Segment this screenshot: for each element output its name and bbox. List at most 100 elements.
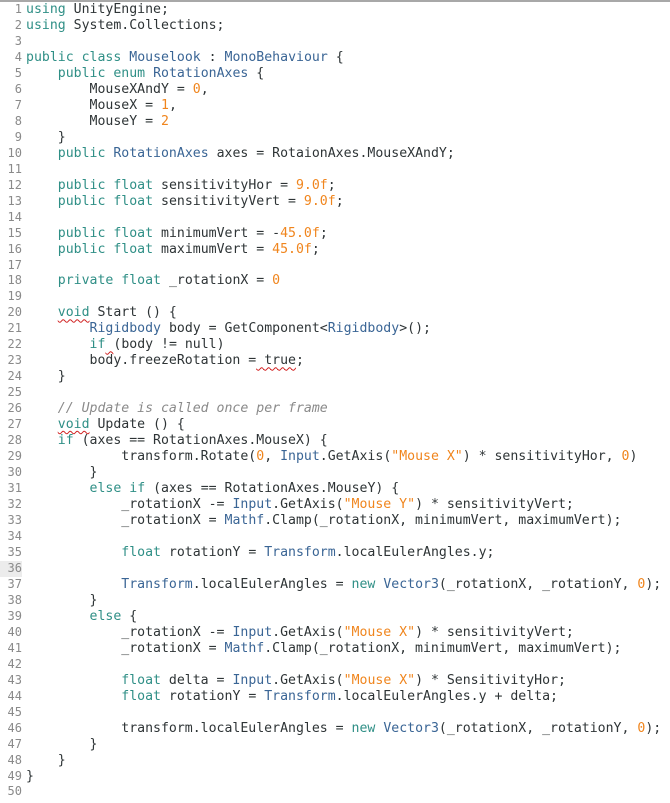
code-text[interactable]: float delta = Input.GetAxis("Mouse X") *… xyxy=(26,673,566,689)
code-line[interactable]: 21 Rigidbody body = GetComponent<Rigidbo… xyxy=(0,321,670,337)
code-line[interactable]: 50 xyxy=(0,784,670,800)
code-text[interactable]: Transform.localEulerAngles = new Vector3… xyxy=(26,577,661,593)
number-token: 0 xyxy=(637,576,646,592)
number-token: 45.0f xyxy=(272,241,312,257)
code-text[interactable]: public RotationAxes axes = RotaionAxes.M… xyxy=(26,146,455,162)
code-token xyxy=(26,242,58,257)
code-text[interactable]: } xyxy=(26,130,66,146)
code-line[interactable]: 42 xyxy=(0,657,670,673)
code-text[interactable]: _rotationX -= Input.GetAxis("Mouse Y") *… xyxy=(26,497,574,513)
code-text[interactable]: if (body != null) xyxy=(26,337,225,353)
type-token: Input xyxy=(232,497,273,513)
code-text[interactable]: float rotationY = Transform.localEulerAn… xyxy=(26,545,494,561)
code-text[interactable]: using System.Collections; xyxy=(26,18,225,34)
line-number: 12 xyxy=(7,177,22,192)
code-line[interactable]: 46 transform.localEulerAngles = new Vect… xyxy=(0,721,670,737)
code-line[interactable]: 3 xyxy=(0,34,670,50)
code-line[interactable]: 13 public float sensitivityVert = 9.0f; xyxy=(0,194,670,210)
code-text[interactable]: if (axes == RotationAxes.MouseX) { xyxy=(26,433,328,449)
code-line[interactable]: 25 xyxy=(0,385,670,401)
code-text[interactable]: } xyxy=(26,465,98,481)
code-line[interactable]: 33 _rotationX = Mathf.Clamp(_rotationX, … xyxy=(0,513,670,529)
code-line[interactable]: 36 xyxy=(0,560,670,577)
code-line[interactable]: 38 } xyxy=(0,593,670,609)
code-text[interactable]: } xyxy=(26,753,66,769)
code-text[interactable]: else if (axes == RotationAxes.MouseY) { xyxy=(26,481,400,497)
code-line[interactable]: 6 MouseXAndY = 0, xyxy=(0,82,670,98)
code-text[interactable]: public float sensitivityHor = 9.0f; xyxy=(26,178,336,194)
code-line[interactable]: 34 xyxy=(0,529,670,545)
code-text[interactable]: float rotationY = Transform.localEulerAn… xyxy=(26,689,558,705)
code-line[interactable]: 37 Transform.localEulerAngles = new Vect… xyxy=(0,577,670,593)
code-line[interactable]: 11 xyxy=(0,162,670,178)
code-text[interactable]: void Start () { xyxy=(26,305,177,321)
code-text[interactable]: transform.Rotate(0, Input.GetAxis("Mouse… xyxy=(26,449,637,465)
code-line[interactable]: 19 xyxy=(0,289,670,305)
code-line[interactable]: 43 float delta = Input.GetAxis("Mouse X"… xyxy=(0,673,670,689)
code-line[interactable]: 10 public RotationAxes axes = RotaionAxe… xyxy=(0,146,670,162)
code-text[interactable]: void Update () { xyxy=(26,417,185,433)
line-number: 35 xyxy=(7,544,22,559)
code-line[interactable]: 8 MouseY = 2 xyxy=(0,114,670,130)
code-line[interactable]: 30 } xyxy=(0,465,670,481)
code-line[interactable]: 9 } xyxy=(0,130,670,146)
code-text[interactable]: } xyxy=(26,369,66,385)
code-line[interactable]: 20 void Start () { xyxy=(0,305,670,321)
code-text[interactable]: MouseXAndY = 0, xyxy=(26,82,209,98)
code-text[interactable]: _rotationX = Mathf.Clamp(_rotationX, min… xyxy=(26,513,621,529)
code-text[interactable]: public float maximumVert = 45.0f; xyxy=(26,242,320,258)
code-line[interactable]: 14 xyxy=(0,210,670,226)
code-line[interactable]: 7 MouseX = 1, xyxy=(0,98,670,114)
code-line[interactable]: 5 public enum RotationAxes { xyxy=(0,66,670,82)
code-line[interactable]: 12 public float sensitivityHor = 9.0f; xyxy=(0,178,670,194)
code-text[interactable]: else { xyxy=(26,609,138,625)
code-text[interactable]: _rotationX -= Input.GetAxis("Mouse X") *… xyxy=(26,625,574,641)
code-text[interactable]: public enum RotationAxes { xyxy=(26,66,264,82)
code-line[interactable]: 18 private float _rotationX = 0 xyxy=(0,273,670,289)
code-text[interactable]: public class Mouselook : MonoBehaviour { xyxy=(26,50,344,66)
code-line[interactable]: 45 xyxy=(0,705,670,721)
code-text[interactable]: private float _rotationX = 0 xyxy=(26,273,280,289)
code-text[interactable]: using UnityEngine; xyxy=(26,2,169,18)
code-text[interactable]: // Update is called once per frame xyxy=(26,401,328,417)
code-line[interactable]: 44 float rotationY = Transform.localEule… xyxy=(0,689,670,705)
code-line[interactable]: 29 transform.Rotate(0, Input.GetAxis("Mo… xyxy=(0,449,670,465)
code-text[interactable]: public float sensitivityVert = 9.0f; xyxy=(26,194,344,210)
code-text[interactable]: public float minimumVert = -45.0f; xyxy=(26,226,328,242)
code-text[interactable]: } xyxy=(26,769,34,785)
code-text[interactable]: Rigidbody body = GetComponent<Rigidbody>… xyxy=(26,321,431,337)
code-text[interactable]: transform.localEulerAngles = new Vector3… xyxy=(26,721,661,737)
code-line[interactable]: 23 body.freezeRotation = true; xyxy=(0,353,670,369)
code-line[interactable]: 39 else { xyxy=(0,609,670,625)
code-line[interactable]: 22 if (body != null) xyxy=(0,337,670,353)
code-text[interactable]: } xyxy=(26,593,98,609)
code-line[interactable]: 27 void Update () { xyxy=(0,417,670,433)
code-text[interactable]: MouseY = 2 xyxy=(26,114,169,130)
code-line[interactable]: 49} xyxy=(0,769,670,785)
code-line[interactable]: 26 // Update is called once per frame xyxy=(0,401,670,417)
code-token: maximumVert = xyxy=(153,241,273,257)
code-token: Start () { xyxy=(89,305,177,321)
code-text[interactable]: } xyxy=(26,737,98,753)
code-text[interactable]: _rotationX = Mathf.Clamp(_rotationX, min… xyxy=(26,641,621,657)
code-line[interactable]: 48 } xyxy=(0,753,670,769)
code-line[interactable]: 24 } xyxy=(0,369,670,385)
code-line[interactable]: 28 if (axes == RotationAxes.MouseX) { xyxy=(0,433,670,449)
code-line[interactable]: 17 xyxy=(0,258,670,274)
code-text[interactable]: MouseX = 1, xyxy=(26,98,177,114)
keyword-token: float xyxy=(121,672,161,688)
code-line[interactable]: 35 float rotationY = Transform.localEule… xyxy=(0,545,670,561)
code-line[interactable]: 15 public float minimumVert = -45.0f; xyxy=(0,226,670,242)
code-text[interactable]: body.freezeRotation = true; xyxy=(26,353,304,369)
code-line[interactable]: 32 _rotationX -= Input.GetAxis("Mouse Y"… xyxy=(0,497,670,513)
code-line[interactable]: 40 _rotationX -= Input.GetAxis("Mouse X"… xyxy=(0,625,670,641)
code-line[interactable]: 41 _rotationX = Mathf.Clamp(_rotationX, … xyxy=(0,641,670,657)
code-line[interactable]: 16 public float maximumVert = 45.0f; xyxy=(0,242,670,258)
code-line[interactable]: 31 else if (axes == RotationAxes.MouseY)… xyxy=(0,481,670,497)
code-line[interactable]: 47 } xyxy=(0,737,670,753)
